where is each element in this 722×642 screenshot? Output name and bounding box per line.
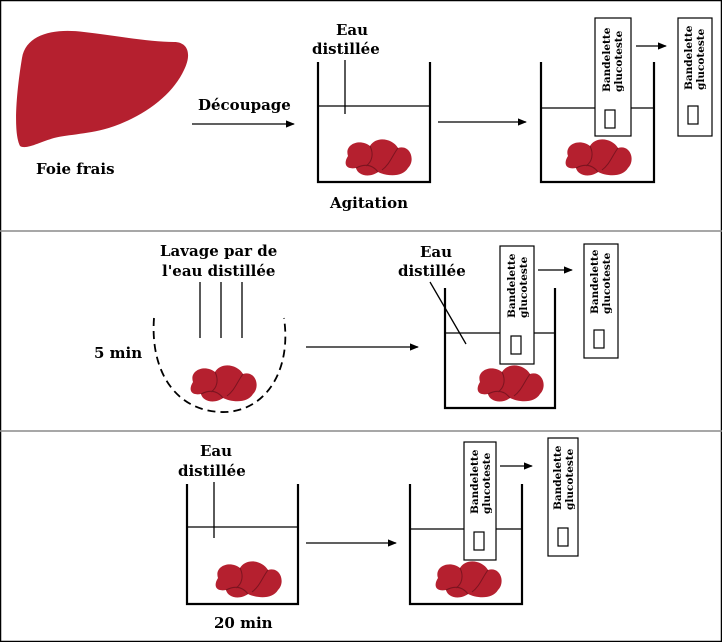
liver-pieces-5 <box>215 560 283 598</box>
strip-2-dipped-label-a: Bandelette <box>506 253 518 318</box>
beaker-3 <box>443 288 557 410</box>
strip-1-dipped-pad <box>604 109 616 129</box>
liver-pieces-3 <box>190 364 258 402</box>
section-3: Eau distillée 20 min Bandelette glucotes… <box>178 437 579 632</box>
section-1: Foie frais Découpage Eau distillée Agita… <box>16 17 713 212</box>
water-label-3b: distillée <box>178 462 246 480</box>
strip-2-dipped-label-b: glucoteste <box>518 256 530 318</box>
agitation-label: Agitation <box>329 194 408 212</box>
strip-2-dipped-pad <box>510 335 522 355</box>
strip-1-dipped-label-a: Bandelette <box>601 27 613 92</box>
water-pointer-2 <box>429 281 467 345</box>
strip-3-dipped-label-b: glucoteste <box>481 452 493 514</box>
beaker-4 <box>185 484 300 606</box>
water-label-1a: Eau <box>336 21 368 39</box>
section-2: Lavage par de l'eau distillée 5 min Eau … <box>94 242 619 413</box>
wash-label-1: Lavage par de <box>160 242 277 260</box>
liver-pieces-6 <box>435 560 503 598</box>
strip-3-result-label-a: Bandelette <box>552 445 564 510</box>
strip-3-result-pad <box>557 527 569 547</box>
strip-3-dipped-pad <box>473 531 485 551</box>
wash-label-2: l'eau distillée <box>162 262 275 280</box>
beaker-2 <box>539 62 656 184</box>
water-label-1b: distillée <box>312 40 380 58</box>
strip-2-result-label-a: Bandelette <box>589 249 601 314</box>
liver-pieces-2 <box>565 138 633 176</box>
strip-1-result-label-a: Bandelette <box>683 25 695 90</box>
five-min-label: 5 min <box>94 344 142 362</box>
fresh-liver-shape <box>16 30 189 148</box>
strip-2-result-label-b: glucoteste <box>601 252 613 314</box>
strip-2-result-pad <box>593 329 605 349</box>
cutting-label: Découpage <box>198 96 291 114</box>
twenty-min-label: 20 min <box>214 614 273 632</box>
water-label-2a: Eau <box>420 243 452 261</box>
strip-1-dipped-label-b: glucoteste <box>613 30 625 92</box>
strip-3-dipped-label-a: Bandelette <box>469 449 481 514</box>
beaker-5 <box>408 484 524 606</box>
beaker-1 <box>316 62 432 184</box>
strip-1-result-label-b: glucoteste <box>695 28 707 90</box>
water-label-2b: distillée <box>398 262 466 280</box>
liver-pieces-1 <box>345 138 413 176</box>
liver-pieces-4 <box>477 364 545 402</box>
strip-1-result-pad <box>687 105 699 125</box>
fresh-liver-label: Foie frais <box>36 160 115 178</box>
water-label-3a: Eau <box>200 442 232 460</box>
sieve <box>152 317 287 413</box>
strip-3-result-label-b: glucoteste <box>564 448 576 510</box>
